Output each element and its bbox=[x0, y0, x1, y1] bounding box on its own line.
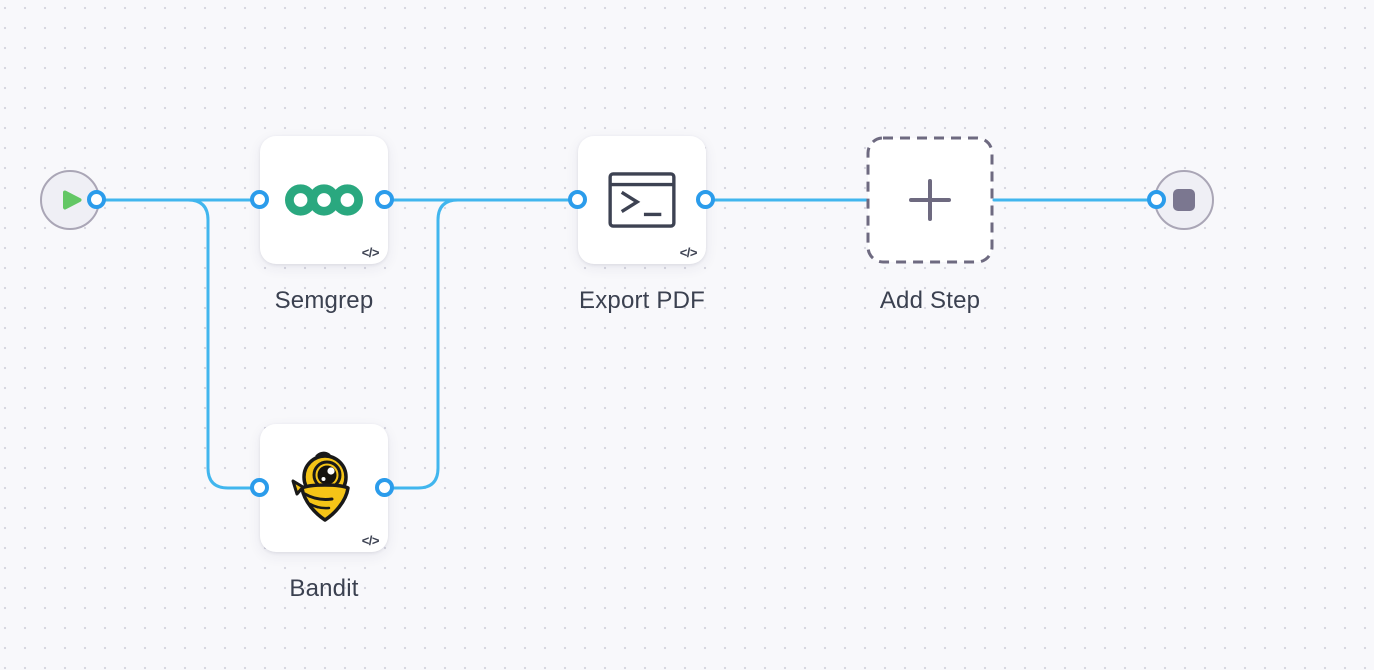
plus-icon bbox=[909, 179, 951, 221]
node-label-add-step: Add Step bbox=[879, 287, 981, 314]
node-label-semgrep: Semgrep bbox=[274, 287, 374, 314]
bandit-logo-icon bbox=[291, 451, 350, 522]
add-step-button[interactable] bbox=[866, 136, 994, 264]
port-semgrep-out[interactable] bbox=[375, 190, 394, 209]
port-end-in[interactable] bbox=[1147, 190, 1166, 209]
port-export-in[interactable] bbox=[568, 190, 587, 209]
port-bandit-out[interactable] bbox=[375, 478, 394, 497]
edge-start-bandit bbox=[95, 198, 262, 490]
node-label-export-pdf: Export PDF bbox=[578, 287, 706, 314]
edge-bandit-export bbox=[383, 198, 580, 490]
semgrep-logo-icon bbox=[285, 184, 363, 216]
add-step-dashed-box bbox=[866, 136, 994, 264]
node-semgrep[interactable]: </> bbox=[260, 136, 388, 264]
port-bandit-in[interactable] bbox=[250, 478, 269, 497]
code-badge-icon: </> bbox=[679, 245, 698, 260]
code-badge-icon: </> bbox=[361, 245, 380, 260]
terminal-icon bbox=[608, 172, 676, 228]
node-bandit[interactable]: </> bbox=[260, 424, 388, 552]
stop-icon bbox=[1173, 189, 1195, 211]
port-export-out[interactable] bbox=[696, 190, 715, 209]
port-semgrep-in[interactable] bbox=[250, 190, 269, 209]
node-export-pdf[interactable]: </> bbox=[578, 136, 706, 264]
node-label-bandit: Bandit bbox=[289, 575, 359, 602]
play-icon bbox=[63, 190, 82, 210]
port-start-out[interactable] bbox=[87, 190, 106, 209]
code-badge-icon: </> bbox=[361, 533, 380, 548]
